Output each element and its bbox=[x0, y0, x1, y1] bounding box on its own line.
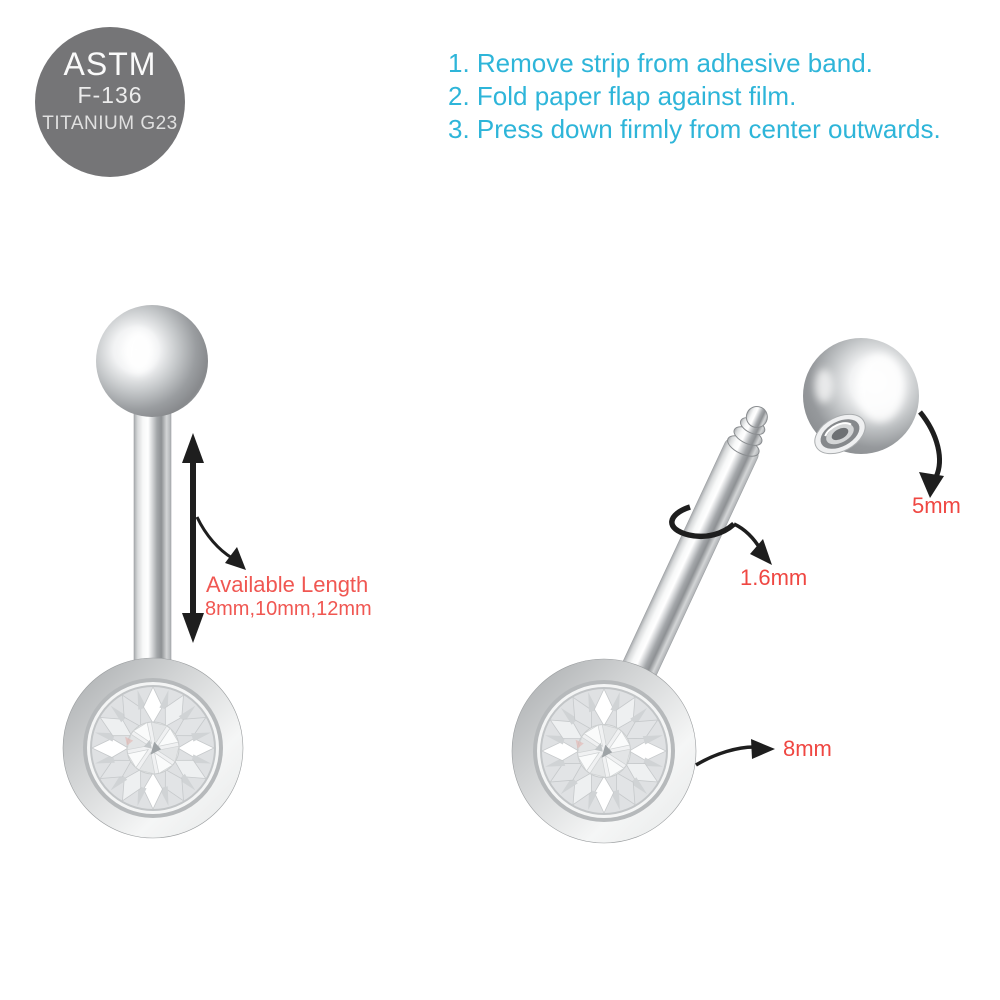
annotation-arrows bbox=[182, 410, 944, 767]
disassembled-post-image bbox=[511, 405, 768, 844]
ball-highlight bbox=[856, 354, 904, 422]
available-length-values: 8mm,10mm,12mm bbox=[205, 598, 372, 620]
gem-pointer-arrow-icon bbox=[695, 739, 775, 767]
available-length-title: Available Length bbox=[206, 572, 369, 597]
instruction-step-2: 2. Fold paper flap against film. bbox=[448, 81, 797, 111]
badge-grade: F-136 bbox=[77, 82, 143, 108]
barbell-post bbox=[133, 394, 172, 686]
thread-tip bbox=[745, 405, 768, 428]
badge-standard: ASTM bbox=[63, 46, 157, 82]
material-badge: ASTM F-136 TITANIUM G23 bbox=[35, 27, 185, 177]
assembled-ring-image bbox=[62, 305, 244, 839]
length-curve-arrow-icon bbox=[195, 516, 246, 570]
instruction-step-1: 1. Remove strip from adhesive band. bbox=[448, 48, 873, 78]
gem-diameter-label: 8mm bbox=[783, 736, 832, 761]
gauge-rotate-arrow-icon bbox=[669, 504, 772, 565]
ball-pointer-arrow-icon bbox=[918, 410, 944, 498]
threaded-hole bbox=[814, 413, 866, 455]
ball-diameter-label: 5mm bbox=[912, 493, 961, 518]
bar-gauge-label: 1.6mm bbox=[740, 565, 808, 590]
crystal-gem bbox=[540, 687, 668, 815]
ball-end-image bbox=[803, 338, 919, 455]
ball-highlight bbox=[815, 369, 833, 403]
badge-material: TITANIUM G23 bbox=[42, 113, 178, 134]
ball-highlight bbox=[124, 330, 154, 374]
instruction-list: 1. Remove strip from adhesive band. 2. F… bbox=[448, 47, 941, 146]
instruction-step-3: 3. Press down firmly from center outward… bbox=[448, 114, 941, 144]
crystal-gem bbox=[90, 685, 216, 811]
length-double-arrow-icon bbox=[182, 433, 204, 643]
